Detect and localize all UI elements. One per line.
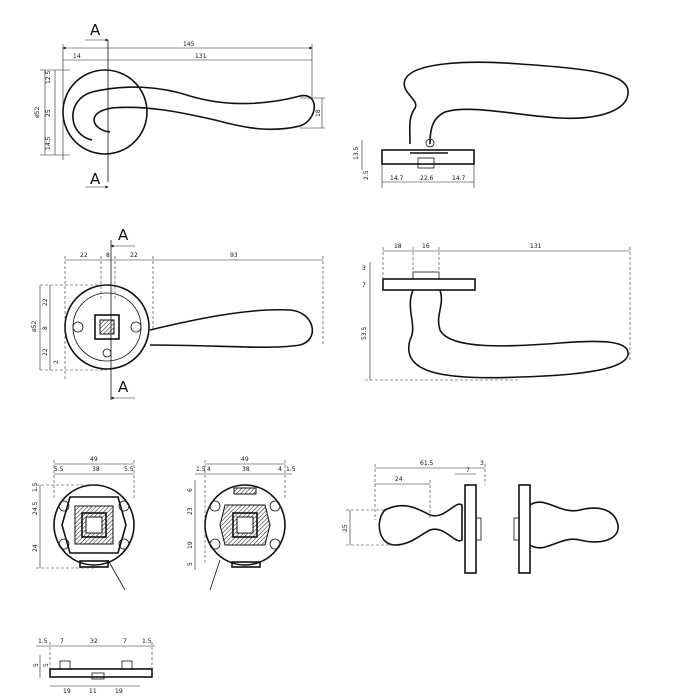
dim-v2: 8 [42, 326, 49, 330]
dim-lever-length: 131 [195, 53, 207, 60]
dim-p-l2: 7 [60, 638, 64, 645]
dim-thickness: 13.5 [353, 146, 360, 160]
dim-p-center: 32 [90, 638, 98, 645]
dim-knob-inner: 24 [395, 476, 403, 483]
dim-v1: 22 [42, 298, 49, 306]
view-front-lever: A A 145 14 131 ø52 12.5 25 14.5 18 [34, 21, 325, 189]
dim-rose-thk: 7 [466, 467, 470, 474]
dim-p-h1: 5 [33, 663, 40, 667]
dim-p-b2: 11 [89, 688, 97, 695]
section-mark-bottom-2: A [118, 378, 129, 396]
view-plate-section: 1.5 7 32 7 1.5 5 5 19 11 19 [33, 638, 155, 695]
dim-rose-offset: 14 [73, 53, 81, 60]
dim-rose-diameter-2: ø52 [31, 321, 38, 332]
dim-knob-end: 3 [480, 460, 484, 467]
dim-p-r1: 1.5 [142, 638, 152, 645]
dim-bottom: 14.5 [45, 136, 52, 150]
dim-knob-height: 25 [342, 524, 349, 532]
dim-v3: 22 [42, 348, 49, 356]
dim-rose-diameter: ø52 [34, 107, 41, 118]
dim-width-2: 49 [241, 456, 249, 463]
dim-l1: 1.5 [196, 466, 206, 473]
dim-center: 38 [92, 466, 100, 473]
dim-plate-left: 14.7 [390, 175, 404, 182]
dim-r2: 4 [278, 466, 282, 473]
dim-p-r2: 7 [123, 638, 127, 645]
dim-tip-height: 18 [315, 109, 322, 117]
dim-center-2: 38 [242, 466, 250, 473]
dim-upper-2: 23 [187, 507, 194, 515]
dim-plate-center: 22.6 [420, 175, 434, 182]
dim-top-6: 6 [187, 488, 194, 492]
dim-p-l1: 1.5 [38, 638, 48, 645]
dim-base: 2.5 [363, 170, 370, 180]
view-rear-lever: A A 22 8 22 93 ø52 22 8 22 2 [31, 226, 324, 400]
dim-neck: 16 [422, 243, 430, 250]
dim-length: 131 [530, 243, 542, 250]
dim-mid: 25 [45, 109, 52, 117]
dim-r1: 1.5 [286, 466, 296, 473]
dim-offset: 18 [394, 243, 402, 250]
view-side-lever: 14.7 22.6 14.7 13.5 2.5 [353, 61, 629, 188]
view-side-lever-down: 18 16 131 3 7 53.5 [361, 243, 631, 381]
section-mark-top-2: A [118, 226, 129, 244]
dim-drop: 53.5 [361, 326, 368, 340]
dim-h4: 93 [230, 252, 238, 259]
dim-h1: 22 [80, 252, 88, 259]
dim-lower: 24 [32, 544, 39, 552]
dim-right: 5.5 [124, 466, 134, 473]
dim-bottom-5: 5 [187, 562, 194, 566]
dim-p-h2: 5 [43, 663, 50, 667]
section-mark-bottom: A [90, 170, 101, 188]
dim-top: 12.5 [45, 70, 52, 84]
dim-rose-7: 7 [362, 282, 366, 289]
dim-p-b1: 19 [63, 688, 71, 695]
dim-lower-2: 19 [187, 541, 194, 549]
dim-knob-length: 61.5 [420, 460, 434, 467]
dim-top-3: 3 [362, 265, 366, 272]
dim-h2: 8 [106, 252, 110, 259]
view-knob-end: 61.5 3 24 7 25 [342, 460, 619, 574]
view-rose-plate-a: 49 5.5 38 5.5 1.5 24.5 24 [32, 456, 135, 591]
dim-overall-length: 145 [183, 41, 195, 48]
dim-l2: 4 [207, 466, 211, 473]
dim-v4: 2 [53, 360, 60, 364]
dim-plate-right: 14.7 [452, 175, 466, 182]
dim-left: 5.5 [54, 466, 64, 473]
dim-upper: 24.5 [32, 501, 39, 515]
dim-width: 49 [90, 456, 98, 463]
view-rose-plate-b: 49 1.5 4 38 4 1.5 6 23 19 5 [187, 456, 296, 591]
section-mark-top: A [90, 21, 101, 39]
dim-h3: 22 [130, 252, 138, 259]
dim-top-15: 1.5 [32, 482, 39, 492]
dim-p-b3: 19 [115, 688, 123, 695]
